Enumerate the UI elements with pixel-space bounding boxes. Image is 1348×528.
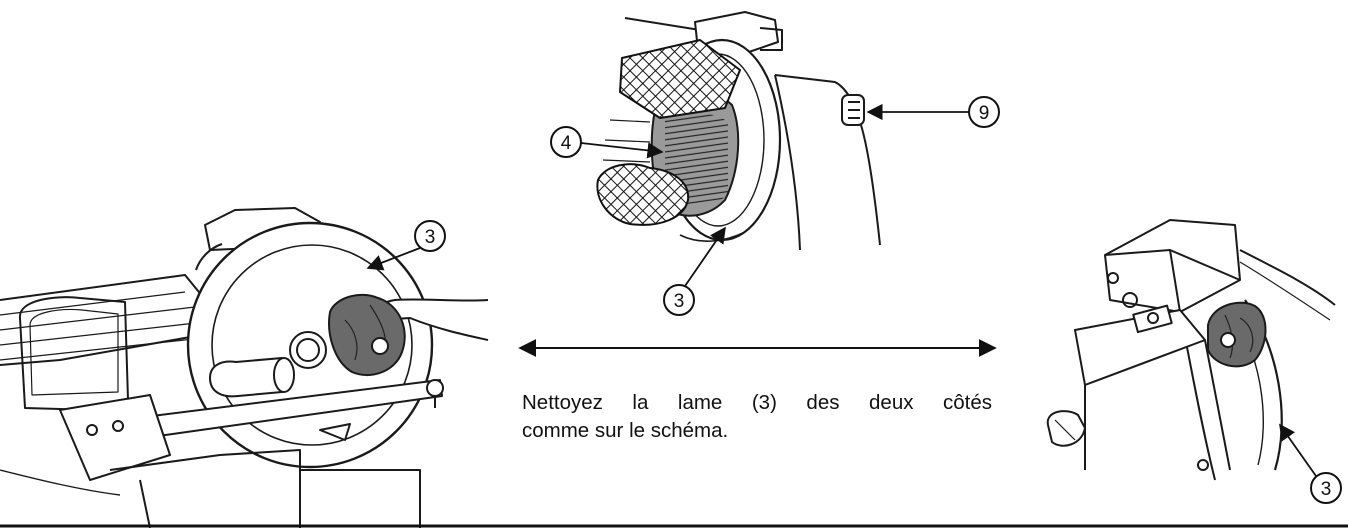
caption-line-1: Nettoyez la lame (3) des deux côtés (522, 391, 992, 414)
left-slicer-illustration (0, 207, 489, 528)
svg-text:3: 3 (1321, 479, 1332, 500)
caption-line-2: comme sur le schéma. (522, 419, 729, 442)
right-cloth (1207, 301, 1267, 368)
sharpener-knob (841, 94, 865, 126)
right-slicer-illustration (1046, 219, 1336, 481)
callout-3-top: 3 (663, 226, 726, 316)
svg-text:3: 3 (674, 291, 685, 312)
svg-text:4: 4 (561, 133, 572, 154)
top-cloth (596, 163, 690, 226)
top-food-block (619, 39, 741, 119)
cleaning-instruction-caption: Nettoyez la lame (3) des deux côtés comm… (522, 389, 992, 445)
svg-text:9: 9 (979, 103, 990, 124)
callout-3-right: 3 (1279, 423, 1342, 504)
callout-9: 9 (866, 96, 1000, 128)
left-cloth (328, 293, 406, 377)
callout-4: 4 (550, 126, 664, 159)
top-slicer-illustration (596, 11, 881, 251)
svg-text:3: 3 (425, 227, 436, 248)
callout-3-left: 3 (366, 220, 446, 271)
